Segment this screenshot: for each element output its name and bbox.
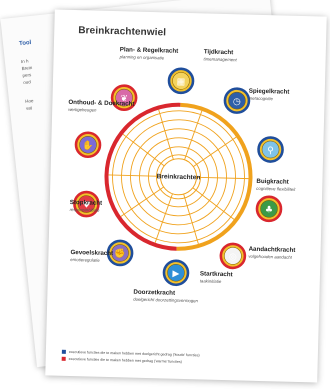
calendar-icon: ▦ xyxy=(167,67,195,95)
function-subtitle: werkgeheugen xyxy=(68,106,97,113)
wheel-grid xyxy=(104,102,253,251)
brain-wheel: Breinkrachten ▦ ◷ ⚲ ♣ ◎ ▶ ✊ ♥ ✋ ❦ xyxy=(73,67,284,287)
svg-text:❦: ❦ xyxy=(120,94,128,104)
function-subtitle: timemanagement xyxy=(203,56,237,63)
wheel-spoke xyxy=(193,136,237,167)
clock-icon: ◷ xyxy=(223,87,251,114)
function-name: Tijdkracht xyxy=(203,48,234,57)
wheel-spoke xyxy=(158,109,174,160)
heart-icon: ♥ xyxy=(73,190,100,218)
wheel-spoke xyxy=(196,176,249,180)
function-subtitle: responsinhibitie xyxy=(69,206,100,213)
function-subtitle: emotieregulatie xyxy=(70,256,100,263)
wheel-spoke xyxy=(184,110,203,160)
back-page-line: vat xyxy=(25,105,33,111)
tree-icon: ♣ xyxy=(255,195,283,223)
svg-text:♥: ♥ xyxy=(82,200,90,210)
svg-text:▦: ▦ xyxy=(177,77,186,87)
back-page-line: pers xyxy=(22,72,32,79)
back-page-title: Tool xyxy=(18,39,32,48)
svg-text:◎: ◎ xyxy=(229,252,237,262)
svg-text:▶: ▶ xyxy=(172,269,179,279)
magnifier-icon: ⚲ xyxy=(257,136,284,163)
svg-text:♣: ♣ xyxy=(265,205,273,215)
function-subtitle: taakinitiatie xyxy=(199,278,222,284)
svg-text:◷: ◷ xyxy=(233,97,241,107)
wheel-rim-orange xyxy=(176,102,253,251)
svg-text:✋: ✋ xyxy=(82,139,94,151)
wheel-rim-red xyxy=(104,102,181,251)
wheel-spoke xyxy=(122,133,165,167)
svg-text:⚲: ⚲ xyxy=(267,146,274,156)
front-page: Breinkrachtenwiel Breinkrachten ▦◷⚲♣◎▶✊♥… xyxy=(45,9,327,383)
back-page-line: oud xyxy=(22,79,31,86)
function-name: Buigkracht xyxy=(256,177,289,186)
back-page-line: Brein xyxy=(21,65,33,72)
function-name: Startkracht xyxy=(199,270,233,279)
svg-text:✊: ✊ xyxy=(114,248,126,259)
back-page-line: In h xyxy=(20,58,29,65)
wheel-spoke xyxy=(108,174,161,177)
function-name: Stopkracht xyxy=(69,198,103,207)
function-subtitle: metacognitie xyxy=(248,95,274,102)
wheel-spoke xyxy=(154,193,173,243)
target-icon: ◎ xyxy=(219,242,247,270)
wheel-spoke xyxy=(120,186,164,217)
legend-swatch-blue xyxy=(61,349,66,354)
play-icon: ▶ xyxy=(162,259,190,287)
flexed-arm-icon: ✊ xyxy=(106,239,134,267)
hand-icon: ✋ xyxy=(74,131,102,159)
brain-icon: ❦ xyxy=(110,84,138,111)
wheel-spoke xyxy=(192,187,235,220)
function-icons: ▦ ◷ ⚲ ♣ ◎ ▶ ✊ ♥ ✋ ❦ xyxy=(73,67,284,287)
wheel-center-label: Breinkrachten xyxy=(157,173,201,181)
wheel-spoke xyxy=(183,193,199,245)
legend-swatch-red xyxy=(61,356,66,361)
back-page-line: Hoe xyxy=(24,98,34,104)
